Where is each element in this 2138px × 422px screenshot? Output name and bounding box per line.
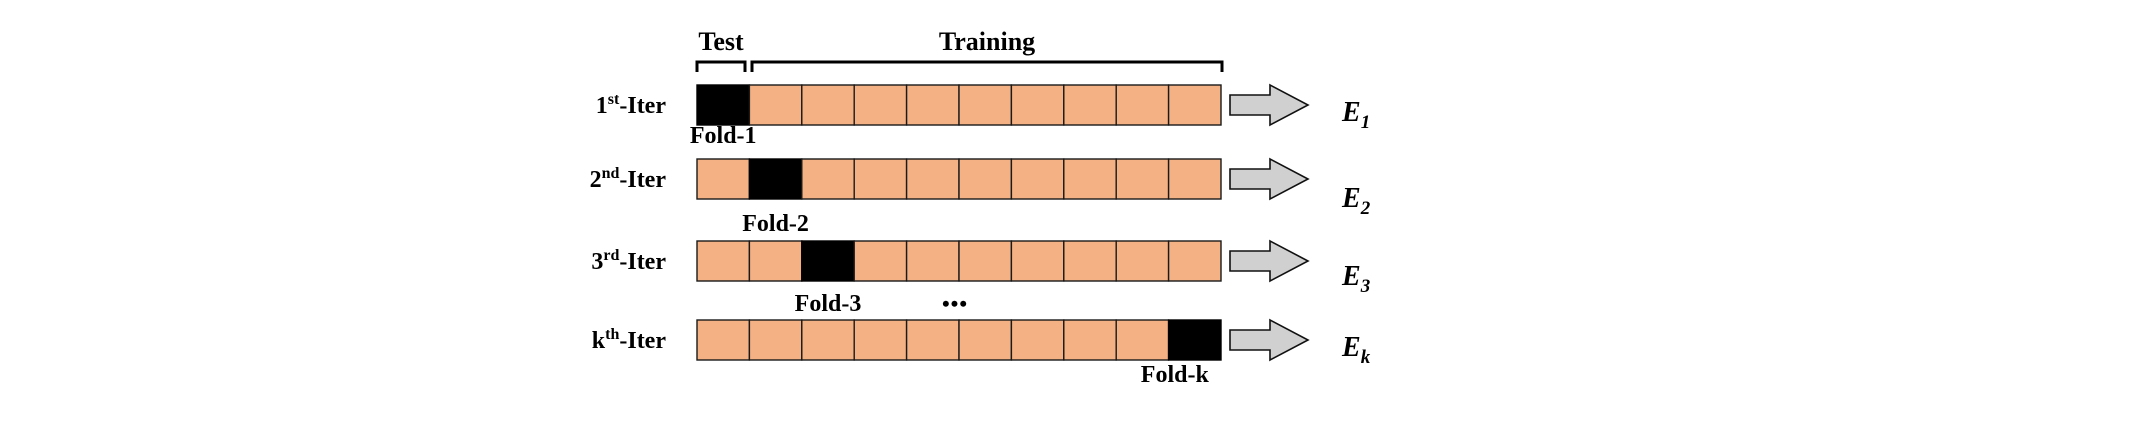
training-fold-cell [853,158,908,200]
training-fold-cell [1063,84,1117,126]
training-fold-cell [1010,319,1065,361]
training-fold-cell [958,158,1013,200]
iteration-label: 1st-Iter [596,91,667,119]
training-fold-cell [748,319,803,361]
training-fold-cell [958,240,1013,282]
fold-label: Fold-k [1141,362,1210,388]
training-fold-cell [801,319,855,361]
training-header-label: Training [939,27,1035,56]
result-label: E1 [1341,97,1370,133]
training-fold-cell [853,319,908,361]
training-fold-cell [1063,240,1117,282]
result-arrow-icon [1229,318,1310,362]
training-fold-cell [905,240,960,282]
test-header-label: Test [698,27,744,56]
training-fold-cell [1063,319,1117,361]
training-fold-cell [958,84,1013,126]
test-fold-cell [801,240,855,282]
training-fold-cell [1010,158,1065,200]
training-fold-cell [696,158,751,200]
test-fold-cell [1167,319,1222,361]
result-arrow-icon [1229,239,1310,283]
training-fold-cell [748,240,803,282]
fold-label: Fold-2 [742,211,809,237]
training-fold-cell [1167,240,1222,282]
test-fold-cell [696,84,751,126]
ellipsis: ••• [942,291,968,316]
fold-label: Fold-1 [690,123,757,149]
training-fold-cell [696,240,751,282]
result-arrow-icon [1229,157,1310,201]
result-label: Ek [1341,332,1371,368]
training-fold-cell [958,319,1013,361]
training-fold-cell [696,319,751,361]
iteration-label: kth-Iter [592,326,667,354]
test-brace [695,60,747,72]
iteration-label: 3rd-Iter [591,247,666,275]
training-fold-cell [801,84,855,126]
result-label: E2 [1341,183,1371,219]
fold-label: Fold-3 [795,291,862,317]
training-fold-cell [801,158,855,200]
training-fold-cell [1115,319,1170,361]
training-fold-cell [905,158,960,200]
training-fold-cell [905,319,960,361]
training-fold-cell [853,240,908,282]
training-brace [750,60,1224,72]
iteration-label: 2nd-Iter [590,165,667,193]
training-fold-cell [1167,158,1222,200]
training-fold-cell [905,84,960,126]
training-fold-cell [1115,84,1170,126]
training-fold-cell [1010,84,1065,126]
result-label: E3 [1341,261,1370,297]
training-fold-cell [1010,240,1065,282]
training-fold-cell [748,84,803,126]
training-fold-cell [1115,240,1170,282]
result-arrow-icon [1229,83,1310,127]
training-fold-cell [1115,158,1170,200]
training-fold-cell [1063,158,1117,200]
training-fold-cell [1167,84,1222,126]
training-fold-cell [853,84,908,126]
test-fold-cell [748,158,803,200]
